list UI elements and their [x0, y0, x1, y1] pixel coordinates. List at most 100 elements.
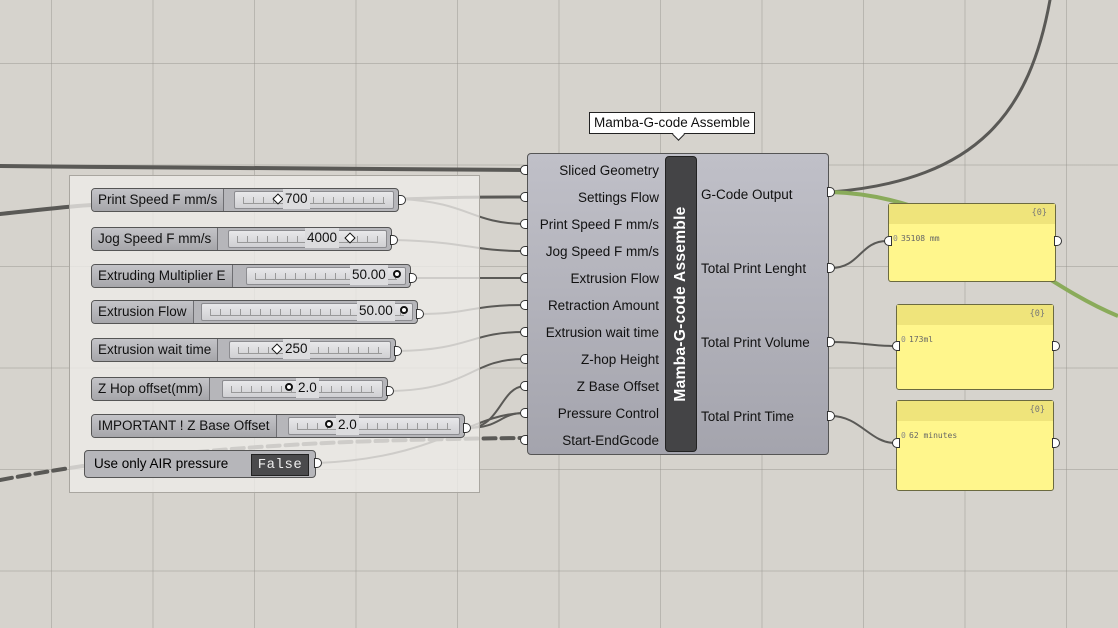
mamba-gcode-assemble-component[interactable]: Sliced Geometry Settings Flow Print Spee…: [527, 153, 829, 455]
slider-grip[interactable]: [393, 270, 401, 278]
wire-time-panel: [830, 415, 896, 444]
output-port[interactable]: [409, 273, 417, 283]
panel-item-count: {0}: [1029, 405, 1045, 415]
output-port[interactable]: [386, 386, 394, 396]
panel-total-volume[interactable]: {0} 0 173ml: [896, 304, 1054, 390]
output-label: Total Print Time: [701, 409, 795, 424]
wire-gcode-output: [829, 0, 1052, 194]
toggle-label: Use only AIR pressure: [94, 456, 229, 471]
input-port[interactable]: [520, 192, 528, 202]
input-label: Jog Speed F mm/s: [545, 244, 659, 259]
slider-value: 2.0: [296, 378, 319, 398]
wire-volume-panel: [830, 341, 896, 347]
output-label: Total Print Volume: [701, 335, 810, 350]
input-port[interactable]: [892, 341, 900, 351]
input-port[interactable]: [520, 273, 528, 283]
wire-sliced-geometry: [0, 164, 526, 172]
slider-extruding-multiplier[interactable]: Extruding Multiplier E 50.00: [91, 264, 411, 288]
output-port[interactable]: [463, 423, 471, 433]
toggle-value-button[interactable]: False: [251, 454, 309, 476]
slider-grip[interactable]: [285, 383, 293, 391]
slider-label: Z Hop offset(mm): [92, 378, 210, 400]
slider-label: Extrusion Flow: [92, 301, 194, 323]
slider-rail[interactable]: [229, 341, 391, 359]
slider-rail[interactable]: [234, 191, 394, 209]
slider-value: 50.00: [357, 301, 395, 321]
output-port[interactable]: [394, 346, 402, 356]
input-port[interactable]: [520, 219, 528, 229]
output-port[interactable]: [314, 458, 322, 468]
panel-index: 0: [901, 431, 906, 440]
slider-extrusion-wait-time[interactable]: Extrusion wait time 250: [91, 338, 396, 362]
input-port[interactable]: [520, 354, 528, 364]
panel-value: 35108 mm: [901, 234, 940, 243]
output-port[interactable]: [827, 187, 835, 197]
slider-label: IMPORTANT ! Z Base Offset: [92, 415, 277, 437]
output-port[interactable]: [390, 235, 398, 245]
input-port[interactable]: [520, 300, 528, 310]
input-label: Retraction Amount: [547, 298, 659, 313]
slider-value: 250: [283, 339, 310, 359]
slider-label: Print Speed F mm/s: [92, 189, 225, 211]
slider-z-base-offset[interactable]: IMPORTANT ! Z Base Offset 2.0: [91, 414, 465, 438]
component-name: Mamba-G-code Assemble: [672, 206, 689, 402]
slider-value: 700: [283, 189, 310, 209]
panel-total-time[interactable]: {0} 0 62 minutes: [896, 400, 1054, 491]
input-port[interactable]: [520, 327, 528, 337]
panel-item-count: {0}: [1029, 309, 1045, 319]
panel-header: [889, 204, 1055, 224]
output-port[interactable]: [1052, 438, 1060, 448]
output-label: Total Print Lenght: [701, 261, 807, 276]
slider-group[interactable]: [69, 175, 480, 493]
slider-value: 4000: [305, 228, 340, 248]
input-label: Z-hop Height: [580, 352, 659, 367]
input-port[interactable]: [520, 435, 528, 445]
slider-jog-speed[interactable]: Jog Speed F mm/s 4000: [91, 227, 392, 251]
input-port[interactable]: [520, 381, 528, 391]
component-name-bar[interactable]: Mamba-G-code Assemble: [665, 156, 697, 452]
slider-value: 50.00: [350, 265, 388, 285]
slider-label: Jog Speed F mm/s: [92, 228, 219, 250]
panel-value: 173ml: [909, 335, 934, 344]
output-port[interactable]: [416, 309, 424, 319]
input-label: Settings Flow: [577, 190, 659, 205]
input-label: Print Speed F mm/s: [539, 217, 659, 232]
panel-index: 0: [901, 335, 906, 344]
output-port[interactable]: [827, 263, 835, 273]
slider-rail[interactable]: [288, 417, 460, 435]
panel-value: 62 minutes: [909, 431, 958, 440]
slider-grip[interactable]: [400, 306, 408, 314]
panel-index: 0: [893, 234, 898, 243]
slider-z-hop-offset[interactable]: Z Hop offset(mm) 2.0: [91, 377, 388, 401]
input-port[interactable]: [520, 408, 528, 418]
slider-label: Extrusion wait time: [92, 339, 219, 361]
slider-print-speed[interactable]: Print Speed F mm/s 700: [91, 188, 399, 212]
output-port[interactable]: [398, 195, 406, 205]
input-label: Z Base Offset: [576, 379, 659, 394]
input-label: Pressure Control: [557, 406, 659, 421]
input-port[interactable]: [892, 438, 900, 448]
input-label: Start-EndGcode: [562, 433, 659, 448]
input-label: Sliced Geometry: [559, 163, 659, 178]
output-port[interactable]: [827, 411, 835, 421]
air-pressure-toggle[interactable]: Use only AIR pressure False: [84, 450, 316, 478]
input-label: Extrusion Flow: [570, 271, 659, 286]
input-label: Extrusion wait time: [545, 325, 659, 340]
slider-grip[interactable]: [325, 420, 333, 428]
input-port[interactable]: [520, 165, 528, 175]
panel-header: [897, 305, 1053, 325]
input-port[interactable]: [884, 236, 892, 246]
panel-header: [897, 401, 1053, 421]
component-tooltip: Mamba-G-code Assemble: [589, 112, 756, 134]
slider-label: Extruding Multiplier E: [92, 265, 233, 287]
output-port[interactable]: [1054, 236, 1062, 246]
output-port[interactable]: [827, 337, 835, 347]
output-port[interactable]: [1052, 341, 1060, 351]
wire-length-panel: [830, 240, 888, 269]
panel-total-length[interactable]: {0} 0 35108 mm: [888, 203, 1056, 282]
panel-item-count: {0}: [1031, 208, 1047, 218]
slider-value: 2.0: [336, 415, 359, 435]
input-port[interactable]: [520, 246, 528, 256]
output-label: G-Code Output: [701, 187, 793, 202]
slider-extrusion-flow[interactable]: Extrusion Flow 50.00: [91, 300, 418, 324]
